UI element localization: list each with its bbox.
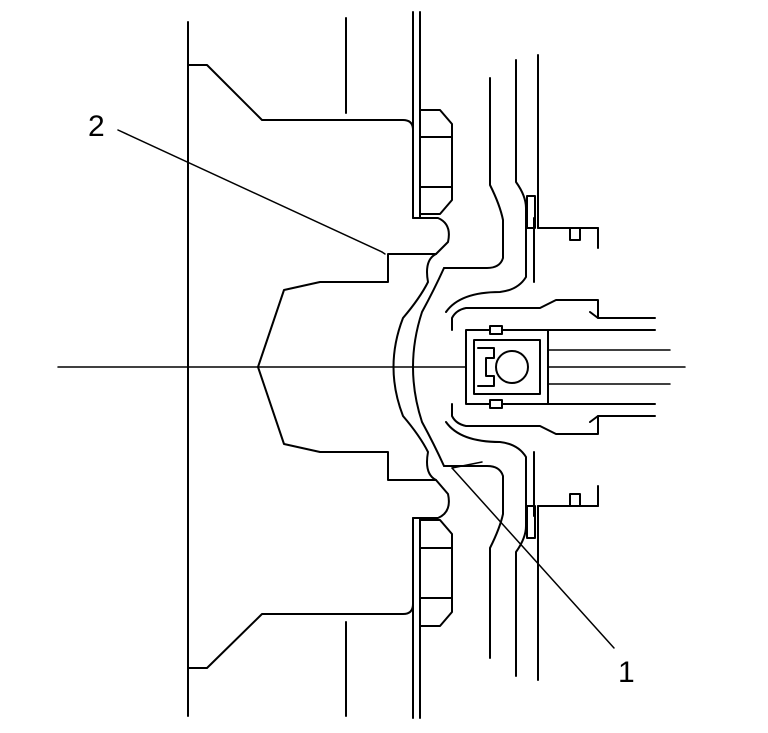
leader-line-1-tick xyxy=(451,461,483,469)
nut-upper-icon xyxy=(419,109,453,215)
nut-lower-icon xyxy=(419,519,453,627)
callout-2: 2 xyxy=(88,110,105,143)
center-cap-inner xyxy=(412,267,445,467)
bracket-curve-lower-outer xyxy=(443,465,504,659)
clip-upper-icon xyxy=(526,195,599,283)
leader-line-2 xyxy=(117,129,383,253)
clip-lower-icon xyxy=(526,451,599,539)
center-cap-outer xyxy=(392,253,437,481)
callout-1: 1 xyxy=(618,656,635,689)
bracket-curve-lower-inner xyxy=(445,421,527,677)
shaft-assembly xyxy=(451,299,671,435)
bracket-curve-upper-inner xyxy=(445,59,527,313)
leader-line-2-tick xyxy=(381,251,386,255)
hub-profile-lower xyxy=(187,366,450,669)
leader-line-1 xyxy=(451,467,615,649)
bracket-curve-upper-outer xyxy=(443,77,504,269)
hub-profile-upper xyxy=(187,64,450,368)
